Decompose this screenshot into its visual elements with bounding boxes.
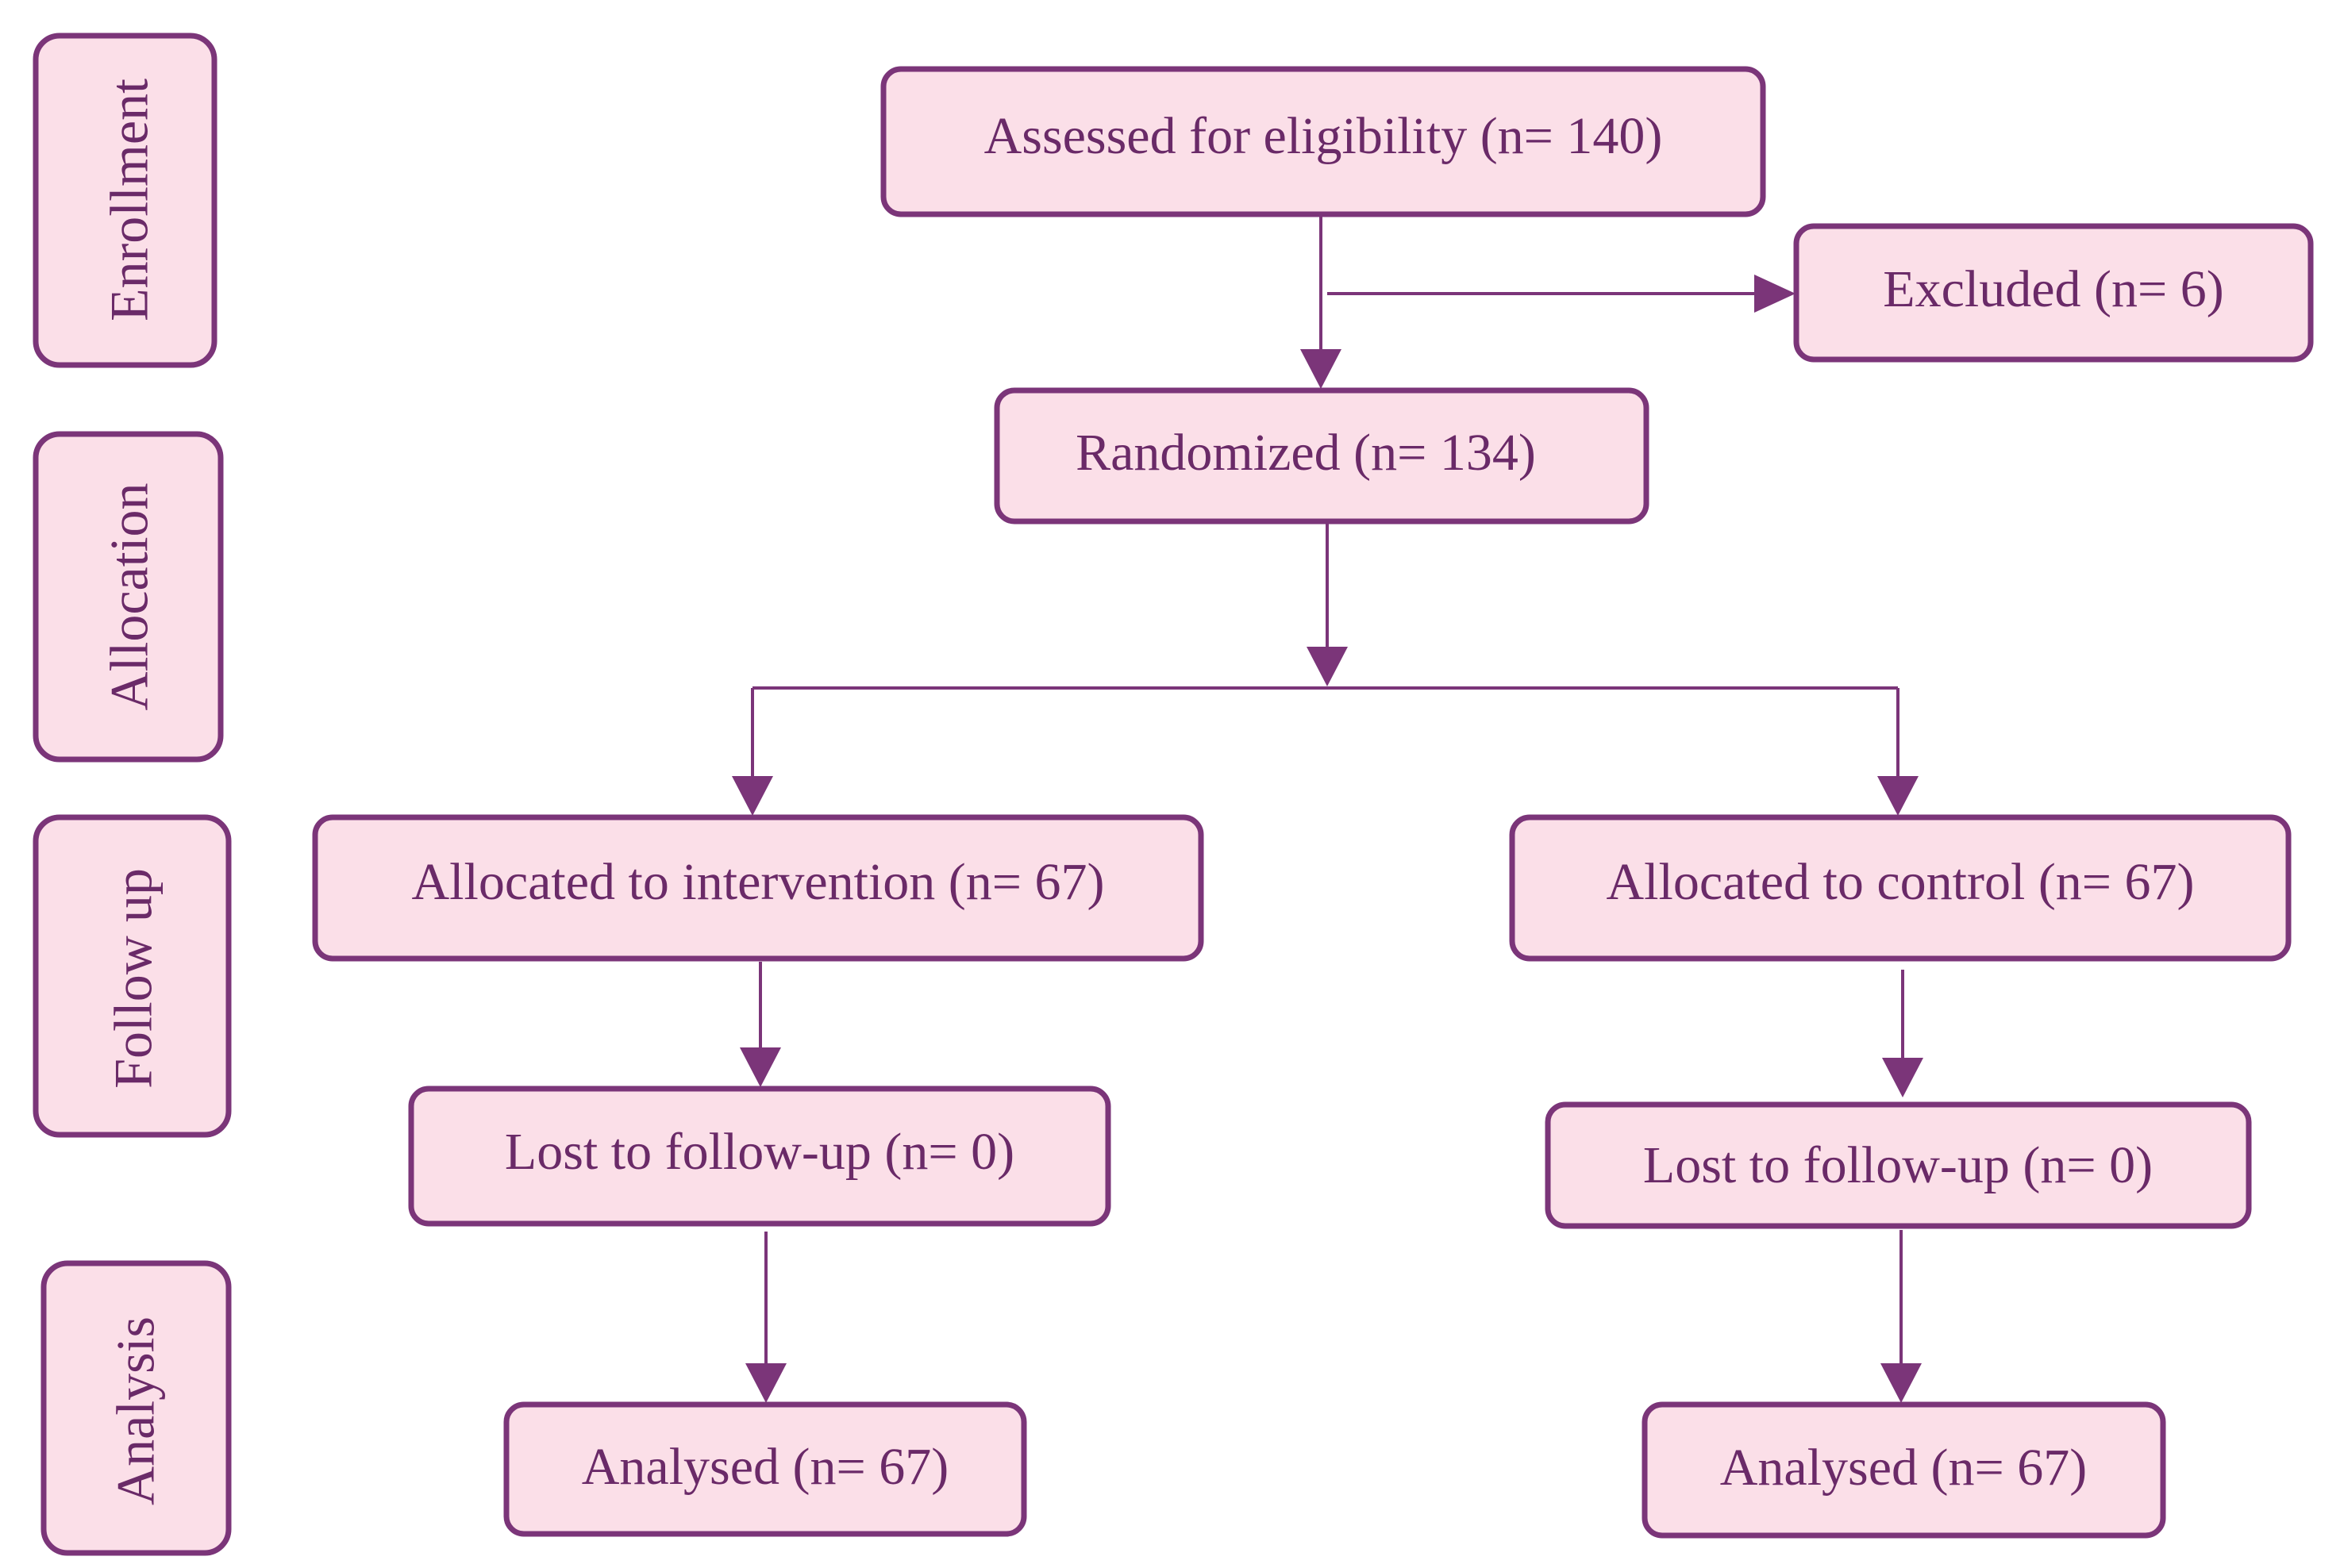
connectors bbox=[732, 214, 1923, 1403]
stage-analysis-label: Analysis bbox=[106, 1316, 166, 1505]
arrowhead-randomized bbox=[1300, 349, 1341, 389]
box-assessed: Assessed for eligibility (n= 140) bbox=[880, 66, 1766, 217]
box-intervention: Allocated to intervention (n= 67) bbox=[312, 814, 1204, 962]
box-intervention-label: Allocated to intervention (n= 67) bbox=[412, 853, 1105, 911]
box-excluded-label: Excluded (n= 6) bbox=[1883, 260, 2223, 318]
box-lost-intervention: Lost to follow-up (n= 0) bbox=[408, 1086, 1111, 1227]
arrowhead-intervention bbox=[732, 776, 773, 816]
arrowhead-excluded bbox=[1754, 275, 1796, 313]
stage-follow-up-label: Follow up bbox=[103, 868, 164, 1089]
box-analysed-intervention: Analysed (n= 67) bbox=[503, 1401, 1027, 1537]
box-analysed-control-label: Analysed (n= 67) bbox=[1720, 1439, 2087, 1497]
box-randomized-label: Randomized (n= 134) bbox=[1076, 424, 1536, 482]
box-analysed-control: Analysed (n= 67) bbox=[1642, 1401, 2166, 1539]
stage-allocation-label: Allocation bbox=[99, 482, 160, 710]
stage-enrollment-label: Enrollment bbox=[99, 79, 160, 321]
stage-follow-up: Follow up bbox=[33, 814, 232, 1138]
arrowhead-split bbox=[1307, 647, 1348, 686]
arrowhead-lost-control bbox=[1882, 1058, 1923, 1097]
stage-analysis: Analysis bbox=[40, 1260, 232, 1556]
box-lost-control-label: Lost to follow-up (n= 0) bbox=[1643, 1136, 2153, 1194]
stage-allocation: Allocation bbox=[33, 431, 224, 763]
stage-enrollment: Enrollment bbox=[33, 33, 217, 368]
box-lost-intervention-label: Lost to follow-up (n= 0) bbox=[505, 1123, 1014, 1181]
arrowhead-lost-intervention bbox=[740, 1047, 781, 1087]
box-lost-control: Lost to follow-up (n= 0) bbox=[1545, 1101, 2252, 1229]
box-analysed-intervention-label: Analysed (n= 67) bbox=[582, 1438, 949, 1496]
box-control: Allocated to control (n= 67) bbox=[1509, 814, 2292, 962]
box-control-label: Allocated to control (n= 67) bbox=[1606, 853, 2194, 911]
box-assessed-label: Assessed for eligibility (n= 140) bbox=[984, 107, 1663, 165]
arrowhead-analysed-intervention bbox=[745, 1363, 787, 1403]
box-randomized: Randomized (n= 134) bbox=[994, 387, 1649, 525]
arrowhead-analysed-control bbox=[1880, 1363, 1922, 1403]
arrowhead-control bbox=[1877, 776, 1919, 816]
box-excluded: Excluded (n= 6) bbox=[1793, 223, 2314, 363]
